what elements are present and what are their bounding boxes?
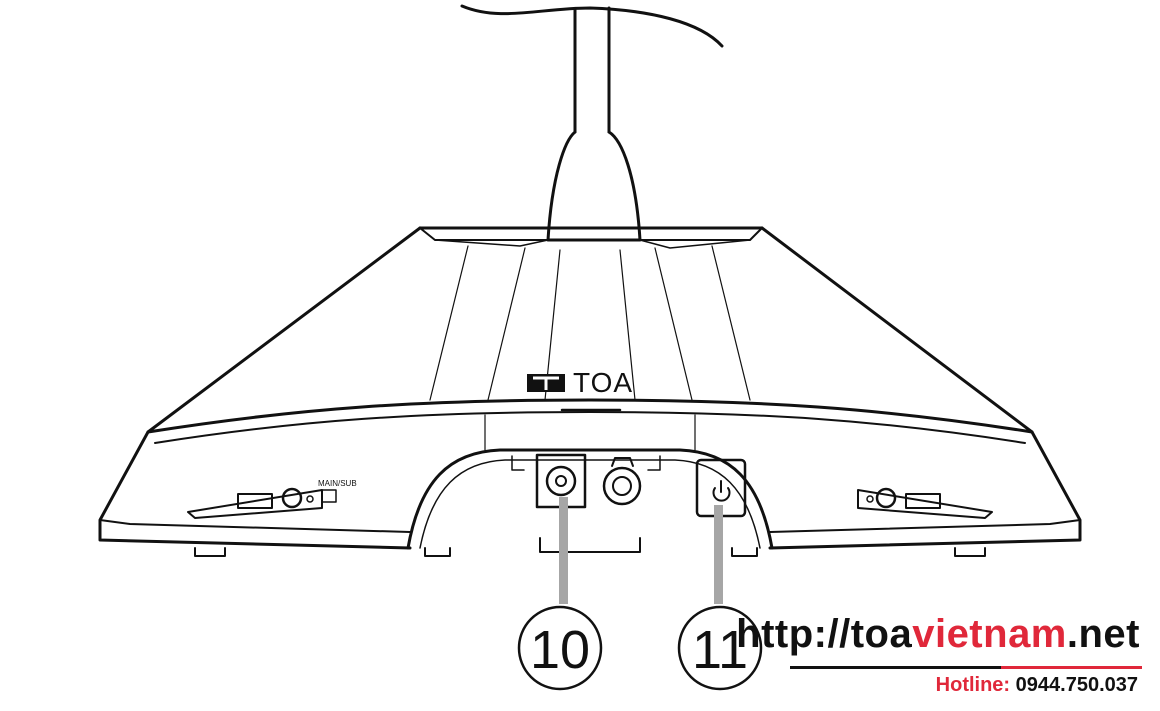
watermark-hotline: Hotline: 0944.750.037: [936, 674, 1138, 697]
watermark-url-suffix: .net: [1066, 612, 1140, 656]
callout-11-leader: [714, 505, 723, 604]
hotline-label: Hotline:: [935, 674, 1011, 696]
callout-10-leader: [559, 497, 568, 604]
connector-icon: [602, 457, 642, 506]
brand-label: TOA: [573, 367, 633, 398]
callout-11-number: 11: [692, 620, 748, 680]
gooseneck-stem: [573, 6, 611, 134]
watermark-divider: [790, 666, 1142, 669]
website-watermark: http://toavietnam.net Hotline: 0944.750.…: [736, 612, 1150, 704]
watermark-url-highlight: vietnam: [912, 612, 1067, 656]
power-icon: [712, 480, 731, 502]
stem-collar: [546, 130, 642, 242]
callout-11: 11: [677, 605, 763, 691]
watermark-url: http://toavietnam.net: [736, 612, 1140, 657]
rear-panel-opening: [406, 448, 774, 550]
switch-label: MAIN/SUB: [318, 479, 357, 488]
watermark-url-prefix: http://toa: [736, 612, 913, 656]
mic-cable: [460, 4, 724, 48]
hotline-number: 0944.750.037: [1015, 674, 1138, 696]
toa-logo-icon: [527, 374, 565, 392]
callout-10-number: 10: [530, 620, 590, 680]
callout-10: 10: [517, 605, 603, 691]
